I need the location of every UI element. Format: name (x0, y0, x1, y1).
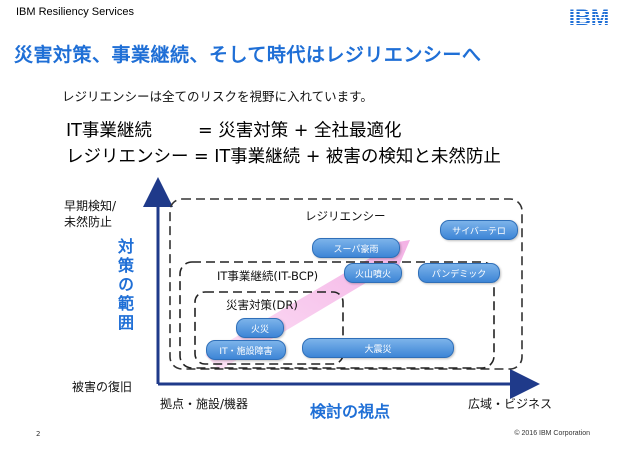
region-dr-label: 災害対策(DR) (226, 298, 298, 312)
brand-label: IBM Resiliency Services (16, 6, 134, 18)
formula-it-bcp: IT事業継続 = 災害対策 + 全社最適化 (66, 121, 402, 141)
x-axis-right-label: 広域・ビジネス (468, 397, 553, 411)
pill-volcano: 火山噴火 (344, 263, 402, 283)
region-bcp (179, 261, 495, 369)
copyright: © 2016 IBM Corporation (514, 430, 590, 437)
y-axis-bottom-label: 被害の復旧 (72, 380, 133, 394)
region-dr (194, 291, 344, 365)
page-title: 災害対策、事業継続、そして時代はレジリエンシーへ (14, 44, 482, 66)
y-axis-top-label: 早期検知/ 未然防止 (64, 199, 117, 229)
pill-cyber-terror: サイバーテロ (440, 220, 518, 240)
pill-fire: 火災 (236, 318, 284, 338)
pill-pandemic: パンデミック (418, 263, 500, 283)
ibm-logo: IBM (569, 6, 609, 28)
x-axis-left-label: 拠点・施設/機器 (160, 397, 249, 411)
pill-it-facility-failure: IT・施設障害 (206, 340, 286, 360)
y-axis-title: 対策の範囲 (115, 238, 134, 333)
logo-text: IBM (569, 6, 609, 28)
pill-major-earthquake: 大震災 (302, 338, 454, 358)
page-number: 2 (36, 430, 41, 438)
region-resiliency (169, 198, 523, 370)
region-bcp-label: IT事業継続(IT-BCP) (217, 269, 319, 283)
formula-resiliency: レジリエンシー = IT事業継続 + 被害の検知と未然防止 (66, 147, 501, 167)
pill-super-heavy-rain: スーパ豪雨 (312, 238, 400, 258)
page-subtitle: レジリエンシーは全てのリスクを視野に入れています。 (62, 89, 373, 104)
x-axis-title: 検討の視点 (310, 402, 391, 421)
region-resiliency-label: レジリエンシー (305, 209, 386, 223)
